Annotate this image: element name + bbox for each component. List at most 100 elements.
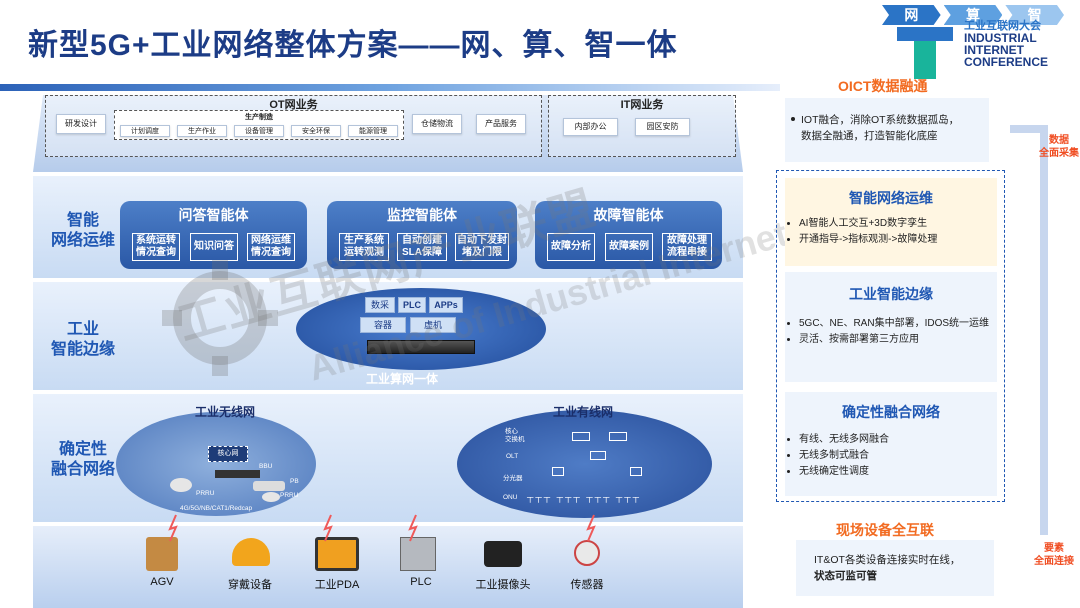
btn-line: 故障案例: [609, 241, 649, 252]
ot-prod-item: 生产作业: [177, 125, 227, 137]
logo-mark-stem: [914, 41, 936, 79]
capabilities-frame: [776, 170, 1005, 502]
logo-text-line1: INDUSTRIAL: [964, 31, 1037, 45]
device-label: PLC: [410, 576, 432, 588]
btn-line: 故障分析: [551, 241, 591, 252]
btn-line: 流程串接: [667, 247, 707, 258]
onu-label: ONU: [503, 494, 518, 501]
btn-line: 运转观测: [344, 247, 384, 258]
bullet-icon: [791, 117, 795, 121]
wired-core-line1: 核心: [505, 428, 518, 435]
edge-capability-item: 灵活、按需部署第三方应用: [799, 332, 997, 348]
ot-business-panel: OT网业务 研发设计 生产制造 计划调度 生产作业 设备管理 安全环保 能源管理…: [45, 95, 542, 157]
conference-logo-tabs: 网 算 智: [882, 5, 1067, 25]
oict-text-line2: 数据全融通，打造智能化底座: [801, 130, 938, 142]
it-security-card: 园区安防: [635, 118, 690, 136]
side-label-connect: 要素 全面连接: [1030, 542, 1078, 568]
net-capability-item: 有线、无线多网融合: [799, 432, 997, 448]
side-collect-line1: 数据: [1049, 135, 1069, 146]
connect-text-line2: 状态可监可管: [814, 570, 877, 582]
pb-label: PB: [290, 478, 299, 485]
monitor-agent-button[interactable]: 自动下发封堵及门限: [455, 233, 509, 261]
bbu-label: BBU: [259, 463, 273, 470]
ot-prod-item: 能源管理: [348, 125, 398, 137]
edge-capability-item: 5GC、NE、RAN集中部署，IDOS统一运维: [799, 316, 997, 332]
edge-server-icon: [367, 340, 475, 354]
splitter-label: 分光器: [503, 475, 523, 482]
fault-agent-title: 故障智能体: [593, 207, 664, 223]
bbu-device-icon: [215, 470, 260, 478]
device-label: 传感器: [570, 579, 604, 591]
ot-prod-item: 设备管理: [234, 125, 284, 137]
ot-prod-item: 安全环保: [291, 125, 341, 137]
btn-line: 系统运转: [136, 235, 176, 246]
wired-core-label: 核心 交换机: [505, 428, 525, 444]
ops-capability-item: 开通指导->指标观测->故障处理: [799, 232, 997, 248]
ot-product-service-card: 产品服务: [476, 114, 526, 134]
gear-watermark-icon: [162, 260, 278, 376]
qa-agent-button[interactable]: 网络运维情况查询: [247, 233, 295, 261]
logo-tab-compute: 算: [943, 5, 1003, 25]
qa-agent-button[interactable]: 知识问答: [190, 233, 238, 261]
btn-line: SLA保障: [402, 247, 442, 258]
row-label-ops-line2: 网络运维: [50, 232, 115, 249]
pb-device-icon: [253, 481, 285, 491]
ot-rd-card: 研发设计: [56, 114, 106, 134]
logo-text-cn: 工业互联网大会: [964, 20, 1041, 32]
wireless-network-area: [116, 412, 316, 516]
oict-box: IOT融合，消除OT系统数据孤岛， 数据全融通，打造智能化底座: [785, 98, 989, 162]
fault-agent-button[interactable]: 故障处理流程串接: [662, 233, 712, 261]
olt-label: OLT: [506, 453, 519, 460]
fault-agent-button[interactable]: 故障分析: [547, 233, 595, 261]
device-label: 工业PDA: [314, 579, 360, 591]
prru-device-icon: [170, 478, 192, 492]
row-label-network: 确定性 融合网络: [38, 440, 128, 480]
ot-production-group: 生产制造 计划调度 生产作业 设备管理 安全环保 能源管理: [114, 110, 404, 140]
connect-text-line1: IT&OT各类设备连接实时在线，: [814, 554, 961, 566]
row-label-ops: 智能 网络运维: [38, 211, 128, 251]
row-label-edge: 工业 智能边缘: [38, 320, 128, 360]
net-capability-title: 确定性融合网络: [842, 404, 940, 420]
agv-icon: [146, 537, 178, 571]
prru-label: PRRU: [196, 490, 215, 497]
btn-line: 情况查询: [251, 247, 291, 258]
monitor-agent-button[interactable]: 生产系统运转观测: [339, 233, 389, 261]
logo-text: 工业互联网大会 INDUSTRIAL INTERNET CONFERENCE: [964, 20, 1048, 68]
core-switch-icon: [609, 432, 627, 441]
btn-line: 生产系统: [344, 235, 384, 246]
core-switch-icon: [572, 432, 590, 441]
edge-pill-data: 数采: [365, 297, 395, 313]
camera-icon: [484, 541, 522, 567]
edge-pill-container: 容器: [360, 317, 406, 333]
splitter-icon: [630, 467, 642, 476]
prru-device-icon: [262, 492, 280, 502]
net-capability-item: 无线多制式融合: [799, 448, 997, 464]
wired-core-line2: 交换机: [505, 436, 525, 443]
qa-agent-button[interactable]: 系统运转情况查询: [132, 233, 180, 261]
fault-agent-button[interactable]: 故障案例: [605, 233, 653, 261]
it-business-panel: IT网业务 内部办公 园区安防: [548, 95, 736, 157]
wired-title: 工业有线网: [553, 405, 614, 419]
row-label-edge-line2: 智能边缘: [50, 341, 115, 358]
side-connect-line1: 要素: [1044, 543, 1064, 554]
edge-capability-title: 工业智能边缘: [849, 286, 933, 302]
ot-header: OT网业务: [269, 99, 318, 111]
btn-line: 堵及门限: [462, 247, 502, 258]
oict-title: OICT数据融通: [838, 78, 928, 94]
logo-tab-intelligence: 智: [1005, 5, 1065, 25]
wired-network-area: [457, 410, 712, 518]
ops-capability-item: AI智能人工交互+3D数字孪生: [799, 216, 997, 232]
sensor-icon: [574, 540, 600, 566]
btn-line: 网络运维: [251, 235, 291, 246]
side-label-collect: 数据 全面采集: [1036, 134, 1080, 160]
edge-pill-apps: APPs: [429, 297, 463, 313]
btn-line: 故障处理: [667, 235, 707, 246]
side-collect-line2: 全面采集: [1039, 148, 1079, 159]
row-label-net-line1: 确定性: [58, 441, 107, 458]
row-label-edge-line1: 工业: [66, 321, 99, 338]
logo-text-line2: INTERNET: [964, 43, 1024, 57]
logo-text-line3: CONFERENCE: [964, 55, 1049, 69]
wireless-title: 工业无线网: [195, 405, 256, 419]
olt-device-icon: [590, 451, 606, 460]
